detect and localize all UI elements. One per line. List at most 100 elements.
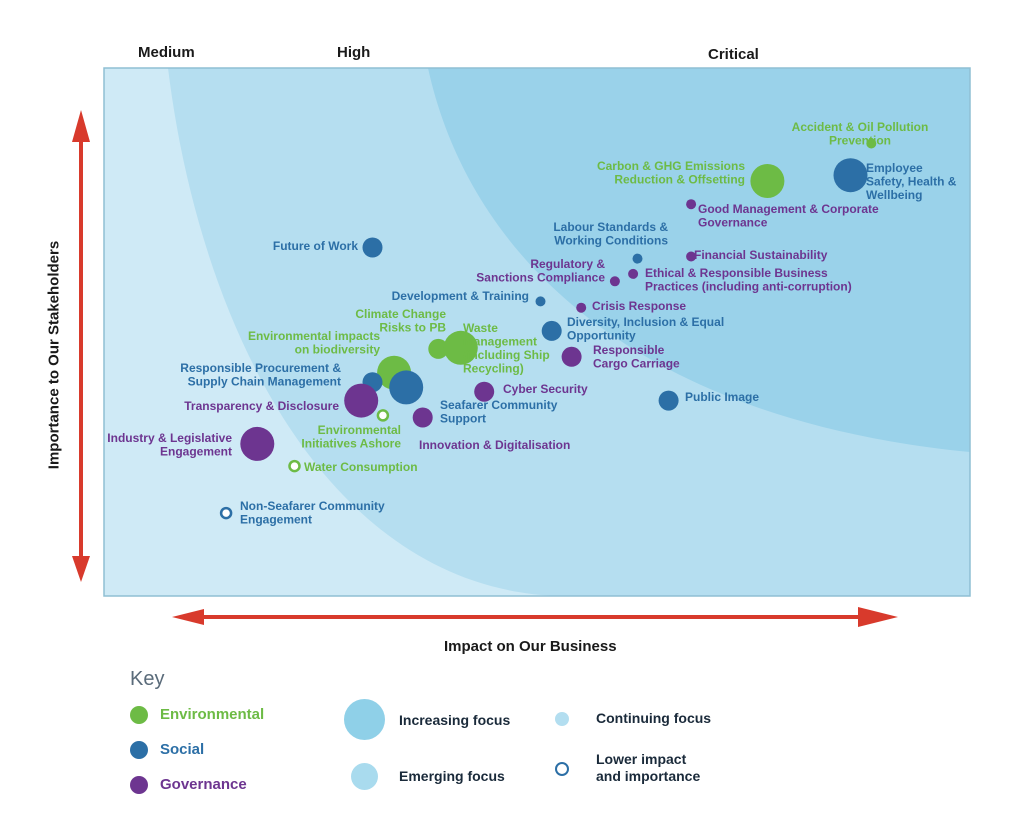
point-financial-sustainability-5 bbox=[686, 251, 697, 262]
label-goodmgmt-line-0: Good Management & Corporate bbox=[698, 202, 879, 216]
point-development-training-8 bbox=[535, 296, 546, 307]
point-water-consumption-24 bbox=[288, 459, 301, 473]
label-waste-line-2: (including Ship bbox=[463, 348, 550, 362]
point-labour-standards-working-conditions-4 bbox=[632, 253, 643, 264]
point-regulatory-sanctions-compliance-6 bbox=[609, 276, 620, 287]
label-cyber-line-0: Cyber Security bbox=[503, 382, 588, 396]
label-labour-line-1: Working Conditions bbox=[554, 234, 668, 248]
label-carbon-line-0: Carbon & GHG Emissions bbox=[597, 159, 745, 173]
label-innovation: Innovation & Digitalisation bbox=[419, 438, 570, 452]
point-cyber-security-18 bbox=[474, 381, 495, 402]
point-environmental-initiatives-ashore-21 bbox=[376, 409, 390, 422]
key-increasing-focus-label: Increasing focus bbox=[399, 712, 511, 728]
label-cargo-line-0: Responsible bbox=[593, 343, 665, 357]
key-lower-impact-ring bbox=[555, 762, 569, 776]
label-water: Water Consumption bbox=[304, 460, 418, 474]
key-emerging-focus-label: Emerging focus bbox=[399, 768, 505, 784]
point-employee-safety-health-wellbeing-1 bbox=[833, 158, 868, 193]
point-waste-management-including-ship-recycling-13 bbox=[443, 330, 478, 365]
x-axis-title: Impact on Our Business bbox=[444, 638, 617, 655]
label-publicimage: Public Image bbox=[685, 390, 759, 404]
key-social-label: Social bbox=[160, 741, 205, 758]
point-non-seafarer-community-engagement-25 bbox=[219, 506, 233, 520]
label-publicimage-line-0: Public Image bbox=[685, 390, 759, 404]
label-carbon-line-1: Reduction & Offsetting bbox=[614, 173, 745, 187]
label-waste-line-1: management bbox=[463, 335, 537, 349]
label-labour-line-0: Labour Standards & bbox=[553, 220, 668, 234]
key-social-dot bbox=[130, 741, 148, 759]
key-increasing-focus-dot bbox=[344, 699, 385, 740]
point-diversity-inclusion-equal-opportunity-10 bbox=[541, 320, 562, 341]
label-innovation-line-0: Innovation & Digitalisation bbox=[419, 438, 570, 452]
label-employee-line-0: Employee bbox=[866, 161, 923, 175]
label-future-line-0: Future of Work bbox=[273, 239, 358, 253]
key-continuing-focus-dot bbox=[555, 712, 569, 726]
label-envimpacts-line-1: on biodiversity bbox=[295, 343, 381, 357]
key-continuing-focus-label: Continuing focus bbox=[596, 710, 712, 726]
label-accident-line-1: Prevention bbox=[829, 134, 891, 148]
label-goodmgmt-line-1: Governance bbox=[698, 216, 768, 230]
point-good-management-corporate-governance-3 bbox=[686, 199, 697, 210]
label-industry-line-0: Industry & Legislative bbox=[107, 431, 232, 445]
point-carbon-ghg-emissions-reduction-offsetting-2 bbox=[750, 164, 785, 198]
band-label-critical: Critical bbox=[708, 46, 759, 63]
label-waste-line-0: Waste bbox=[463, 321, 498, 335]
label-envashore-line-0: Environmental bbox=[318, 423, 401, 437]
label-water-line-0: Water Consumption bbox=[304, 460, 418, 474]
key-title: Key bbox=[130, 668, 165, 690]
label-ethical-line-1: Practices (including anti-corruption) bbox=[645, 280, 852, 294]
label-employee-line-2: Wellbeing bbox=[866, 188, 922, 202]
point-public-image-19 bbox=[658, 390, 679, 411]
label-regulatory-line-1: Sanctions Compliance bbox=[476, 271, 605, 285]
key-environmental-label: Environmental bbox=[160, 706, 265, 723]
label-development-line-0: Development & Training bbox=[392, 289, 529, 303]
label-cyber: Cyber Security bbox=[503, 382, 588, 396]
key-emerging-focus-dot bbox=[351, 763, 378, 790]
label-waste-line-3: Recycling) bbox=[463, 362, 524, 376]
label-nonseafarer-line-0: Non-Seafarer Community bbox=[240, 499, 385, 513]
key-environmental-dot bbox=[130, 706, 148, 724]
key-lower-impact-label: Lower impact and importance bbox=[596, 751, 700, 785]
band-label-medium: Medium bbox=[138, 44, 195, 61]
label-climate-line-0: Climate Change bbox=[355, 307, 446, 321]
label-development: Development & Training bbox=[392, 289, 529, 303]
label-financial: Financial Sustainability bbox=[694, 248, 828, 262]
y-axis-title: Importance to Our Stakeholders bbox=[45, 240, 63, 470]
label-future: Future of Work bbox=[273, 239, 358, 253]
label-nonseafarer-line-1: Engagement bbox=[240, 513, 312, 527]
point-climate-change-risks-to-pb-12 bbox=[428, 338, 449, 359]
label-regulatory-line-0: Regulatory & bbox=[530, 257, 605, 271]
point-responsible-cargo-carriage-14 bbox=[561, 346, 582, 367]
key-lower-impact-line-1: Lower impact bbox=[596, 751, 687, 767]
y-axis-arrow bbox=[72, 110, 90, 582]
plot-frame bbox=[103, 67, 971, 597]
label-seafarer-line-1: Support bbox=[440, 412, 486, 426]
label-procurement-line-1: Supply Chain Management bbox=[188, 375, 341, 389]
label-financial-line-0: Financial Sustainability bbox=[694, 248, 828, 262]
point-industry-legislative-engagement-23 bbox=[240, 426, 275, 461]
band-label-high: High bbox=[337, 44, 371, 61]
label-climate-line-1: Risks to PB bbox=[379, 321, 446, 335]
key-governance-dot bbox=[130, 776, 148, 794]
label-accident-line-0: Accident & Oil Pollution bbox=[792, 120, 929, 134]
point-transparency-disclosure-20 bbox=[344, 383, 379, 418]
label-regulatory: Regulatory &Sanctions Compliance bbox=[476, 257, 605, 285]
label-cargo-line-1: Cargo Carriage bbox=[593, 357, 680, 371]
point-crisis-response-9 bbox=[576, 302, 587, 313]
label-ethical-line-0: Ethical & Responsible Business bbox=[645, 266, 828, 280]
